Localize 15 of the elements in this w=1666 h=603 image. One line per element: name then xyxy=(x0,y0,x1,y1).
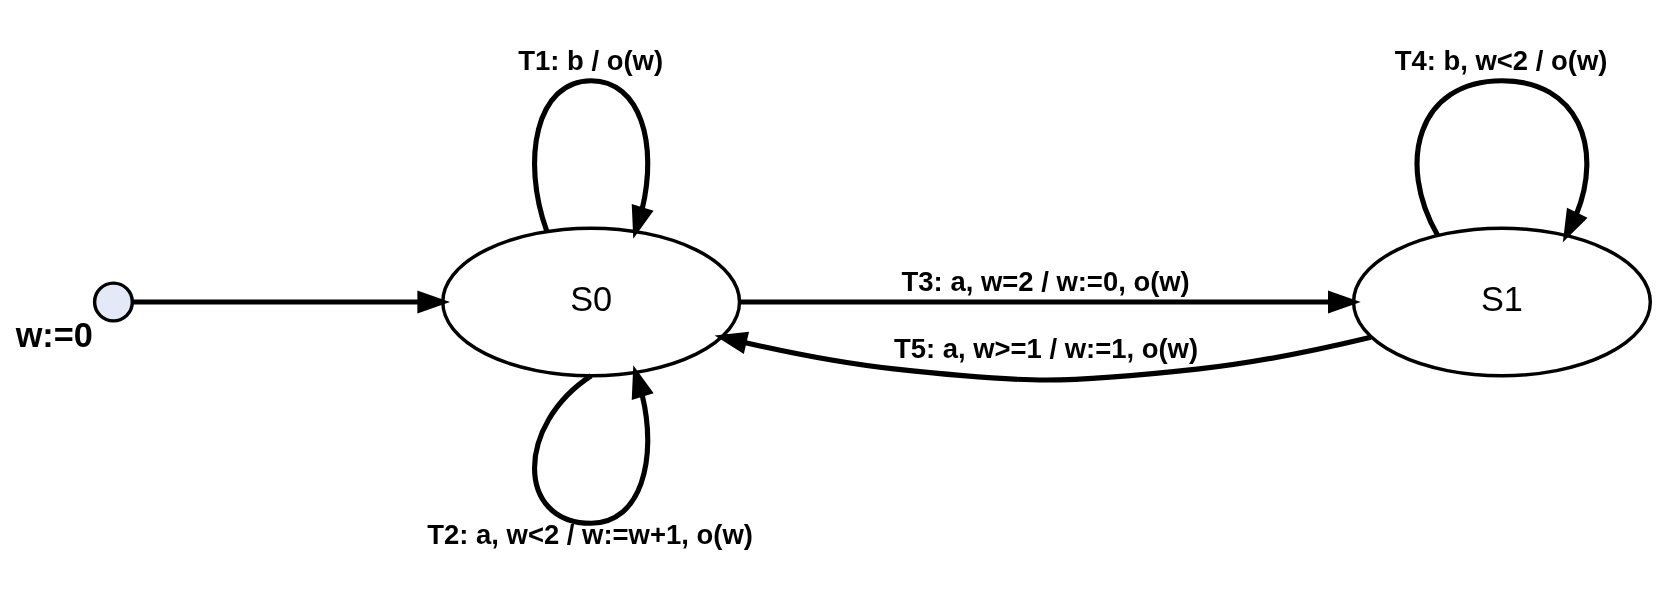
edge-label: T3: a, w=2 / w:=0, o(w) xyxy=(901,265,1190,297)
edge-label: T1: b / o(w) xyxy=(518,44,664,76)
node-circle xyxy=(92,280,135,323)
node-ellipse: S0 xyxy=(441,226,742,377)
node-label: w:=0 xyxy=(15,315,93,354)
edge-label: T4: b, w<2 / o(w) xyxy=(1394,44,1608,76)
arrow xyxy=(1414,77,1590,242)
node-ellipse: S1 xyxy=(1351,226,1653,377)
edge-label: T2: a, w<2 / w:=w+1, o(w) xyxy=(427,518,753,549)
arrow xyxy=(739,290,1361,313)
arrow xyxy=(714,331,1372,383)
arrow xyxy=(532,364,654,526)
arrow xyxy=(532,77,654,239)
arrow xyxy=(132,290,451,313)
edge-label: T5: a, w>=1 / w:=1, o(w) xyxy=(893,332,1199,364)
